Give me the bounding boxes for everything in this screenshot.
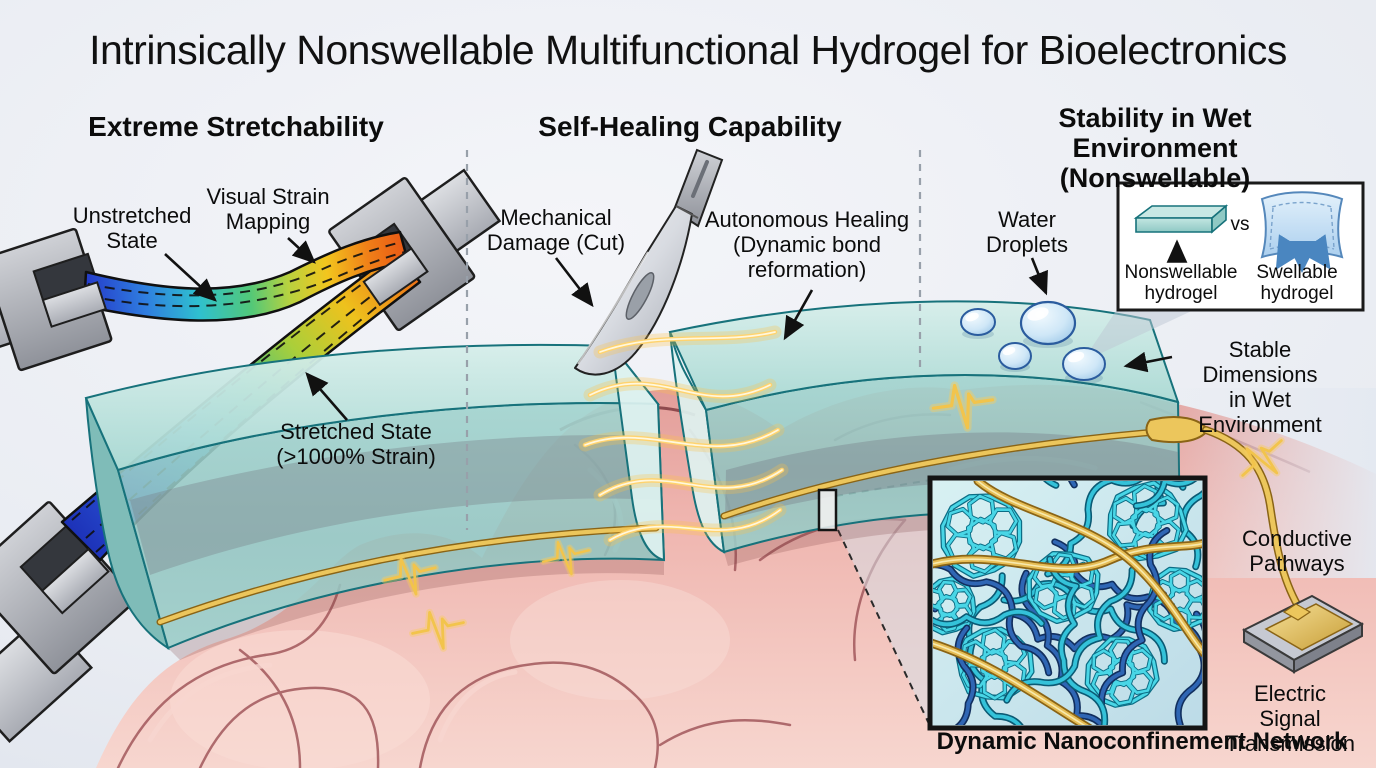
electrode-pad bbox=[1241, 594, 1365, 674]
label-swellable-hydrogel: Swellable hydrogel bbox=[1256, 262, 1338, 304]
label-visual-strain-mapping: Visual Strain Mapping bbox=[206, 184, 330, 234]
header-stretchability: Extreme Stretchability bbox=[88, 111, 384, 142]
label-electric-signal: Electric Signal Transmission bbox=[1225, 681, 1355, 756]
swellable-cube-icon bbox=[1260, 191, 1344, 273]
water-droplets bbox=[960, 300, 1106, 384]
label-water-droplets: Water Droplets bbox=[986, 207, 1068, 257]
section-dividers bbox=[465, 150, 922, 530]
label-stretched-state: Stretched State (>1000% Strain) bbox=[276, 419, 436, 469]
annotation-arrows bbox=[164, 237, 1173, 421]
label-nonswellable-hydrogel: Nonswellable hydrogel bbox=[1124, 262, 1238, 304]
label-unstretched-state: Unstretched State bbox=[72, 203, 192, 253]
polymer-network bbox=[933, 481, 1202, 725]
label-vs: vs bbox=[1230, 214, 1250, 235]
figure-title: Intrinsically Nonswellable Multifunction… bbox=[89, 27, 1287, 73]
inset-vs-wedge bbox=[1082, 308, 1198, 362]
zoom-source-marker bbox=[817, 488, 838, 532]
label-stable-dimensions: Stable Dimensions in Wet Environment bbox=[1198, 337, 1322, 437]
label-mechanical-damage: Mechanical Damage (Cut) bbox=[486, 205, 626, 255]
healing-fibers bbox=[578, 325, 789, 547]
header-stability: Stability in Wet Environment (Nonswellab… bbox=[1058, 103, 1252, 194]
caption-nanoconfinement-network: Dynamic Nanoconfinement Network bbox=[936, 728, 1348, 755]
nanoconfinement-inset bbox=[927, 475, 1208, 731]
label-conductive-pathways: Conductive Pathways bbox=[1241, 526, 1353, 576]
conductive-wire-external bbox=[1145, 416, 1302, 610]
header-healing: Self-Healing Capability bbox=[538, 111, 842, 142]
swelling-comparison-inset bbox=[1116, 181, 1365, 312]
nonswellable-slab-icon bbox=[1133, 204, 1229, 234]
hydrogel-slab-left bbox=[84, 342, 666, 660]
scalpel-illustration bbox=[574, 148, 724, 376]
label-autonomous-healing: Autonomous Healing (Dynamic bond reforma… bbox=[704, 207, 910, 282]
